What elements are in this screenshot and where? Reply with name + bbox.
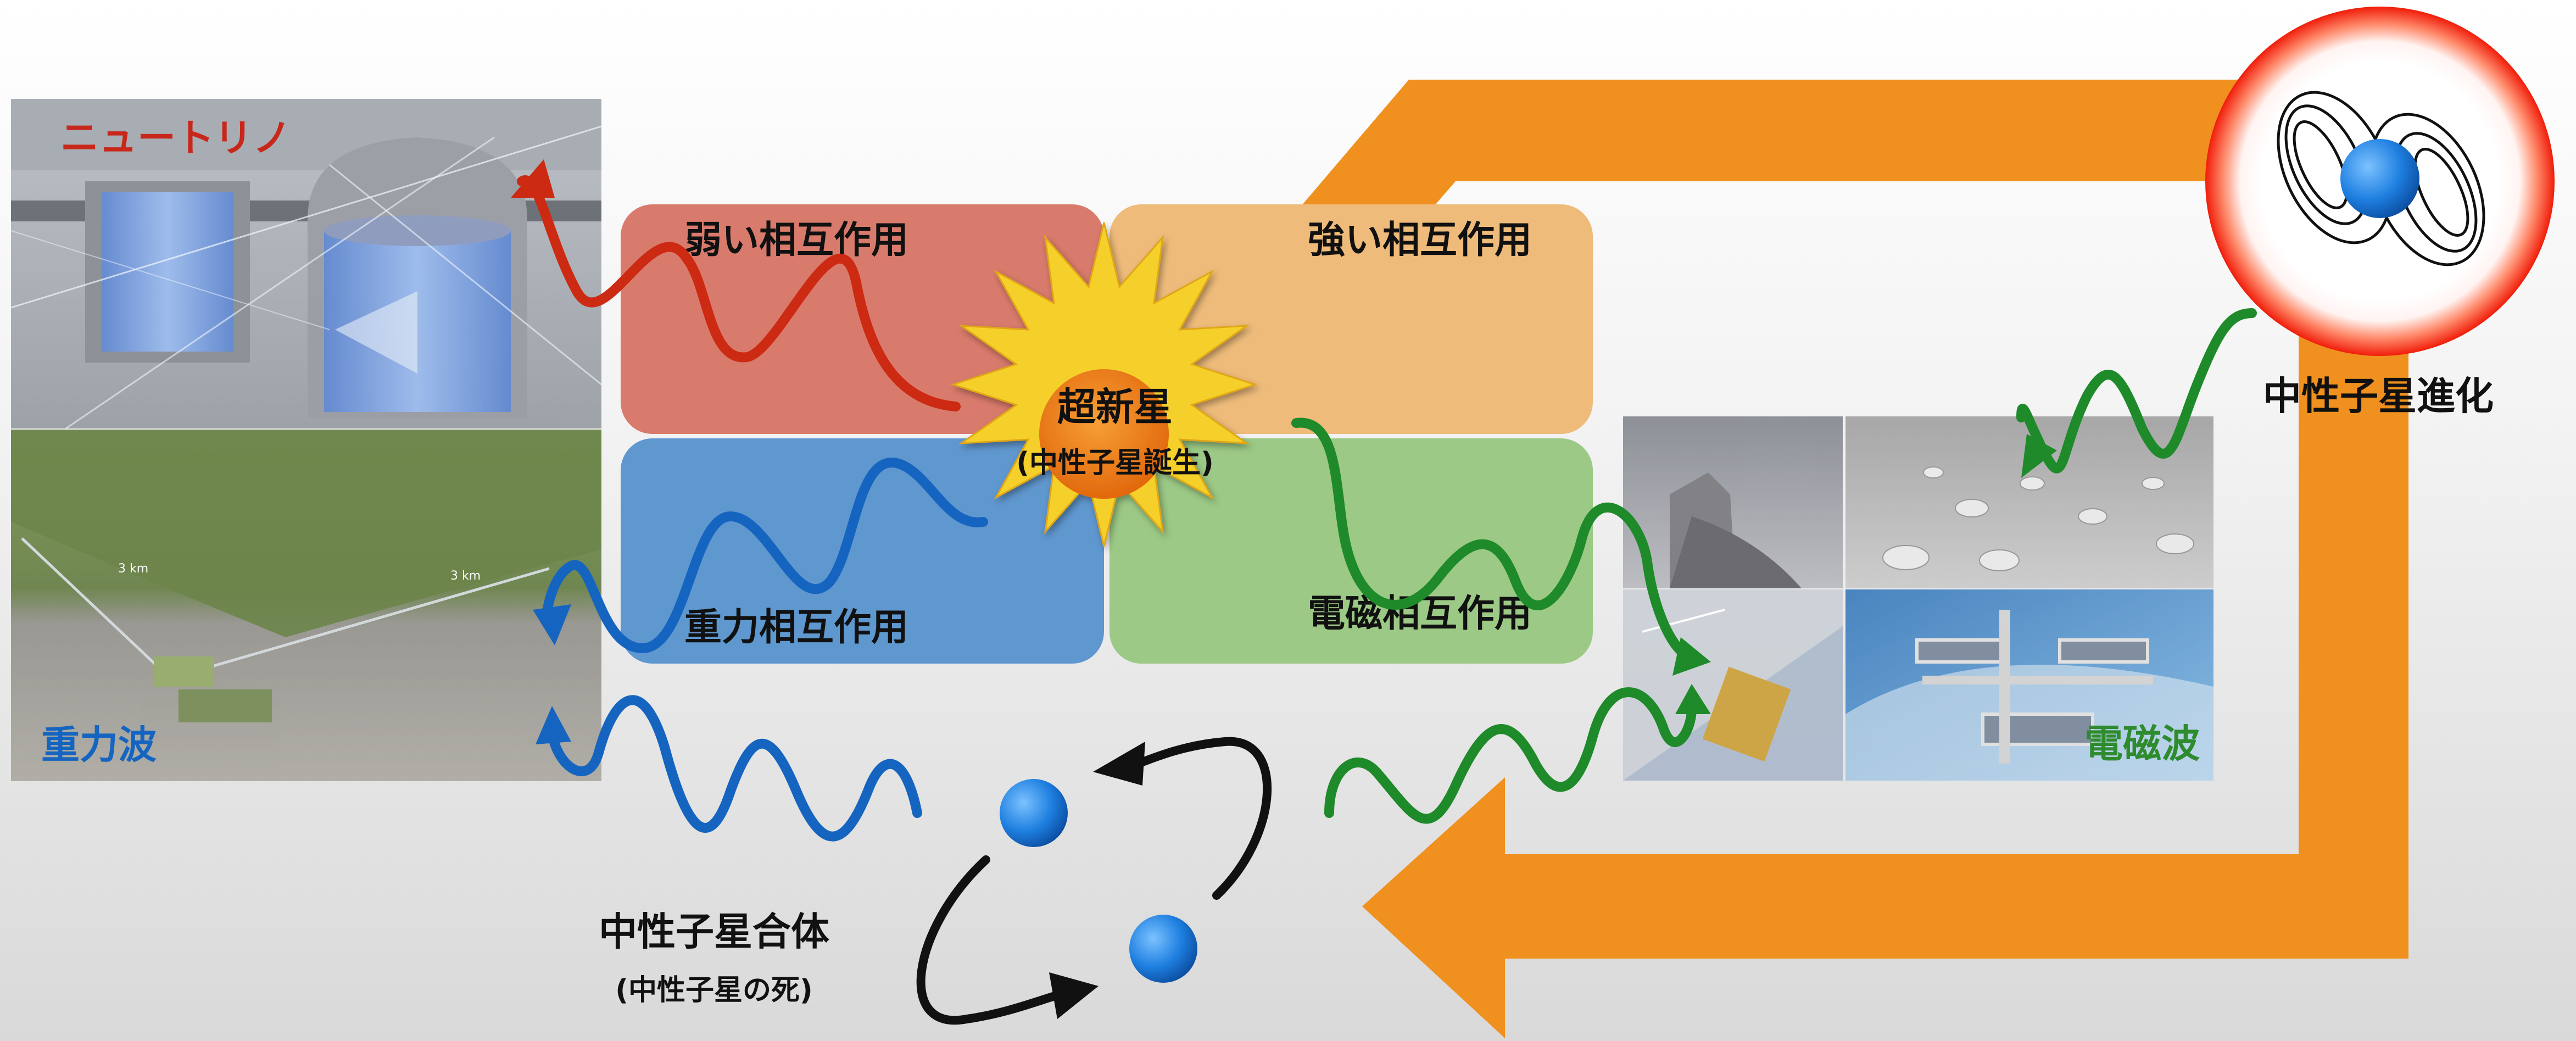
gravitational-interaction-box: [621, 438, 1104, 664]
supernova-burst: [950, 222, 1258, 547]
neutron-star-merger-label: 中性子星合体: [599, 909, 829, 954]
neutron-star-emission-wave-arrowhead: [2021, 434, 2057, 478]
gravitational-wave-label: 重力波: [41, 722, 157, 767]
gravitational-wave-lower: [547, 695, 922, 842]
gravitational-wave-lower-arrowhead: [536, 706, 571, 744]
cycle-arrow-right-vertical: [2299, 308, 2408, 959]
gravitational-wave-upper-arrowhead: [533, 604, 571, 645]
arm-length-label-2: 3 km: [450, 569, 481, 583]
cycle-arrow-head: [1362, 777, 1505, 1038]
binary-neutron-star-icon: [916, 737, 1272, 1025]
electromagnetic-observatory-image: [1623, 416, 2213, 781]
neutron-star-evolution-label: 中性子星進化: [2263, 374, 2494, 419]
gravitational-wave-upper: [542, 458, 988, 654]
neutron-star-core: [2340, 139, 2419, 218]
orbit-arrow-upper: [1127, 737, 1272, 900]
neutrino-label: ニュートリノ: [60, 115, 291, 160]
neutron-star-merger-sublabel: (中性子星の死): [615, 974, 813, 1007]
supernova-label: 超新星: [1057, 385, 1173, 430]
neutron-star-icon: [2205, 7, 2555, 356]
strong-interaction-label: 強い相互作用: [1308, 219, 1532, 262]
electromagnetic-wave-upper: [1291, 417, 1694, 661]
electromagnetic-wave-label: 電磁波: [2084, 721, 2200, 766]
neutrino-detector-image: [10, 99, 602, 430]
neutrino-wave: [517, 175, 961, 411]
orbit-arrow-upper-head: [1093, 742, 1145, 786]
supernova-sublabel: (中性子星誕生): [1016, 447, 1214, 480]
evolution-cycle-arrow: [1186, 80, 2408, 1038]
merger-star-lower: [1129, 915, 1197, 983]
electromagnetic-wave-lower: [1324, 687, 1697, 824]
orbit-arrow-lower-head: [1049, 972, 1099, 1019]
arm-length-label-1: 3 km: [118, 562, 148, 576]
neutrino-wave-arrowhead: [511, 159, 555, 198]
gravitational-wave-detector-image: 3 km 3 km: [11, 430, 601, 781]
supernova-core: [1039, 369, 1169, 499]
merger-star-upper: [1000, 779, 1068, 847]
gravitational-interaction-label: 重力相互作用: [684, 606, 908, 649]
weak-interaction-label: 弱い相互作用: [684, 219, 908, 262]
cycle-arrow-bottom-horizontal: [1505, 854, 2408, 959]
cycle-arrow-upper-diagonal: [1186, 80, 2263, 385]
orbit-arrow-lower: [916, 855, 1064, 1025]
electromagnetic-wave-lower-arrowhead: [1675, 684, 1711, 714]
electromagnetic-wave-upper-arrowhead: [1672, 637, 1711, 676]
